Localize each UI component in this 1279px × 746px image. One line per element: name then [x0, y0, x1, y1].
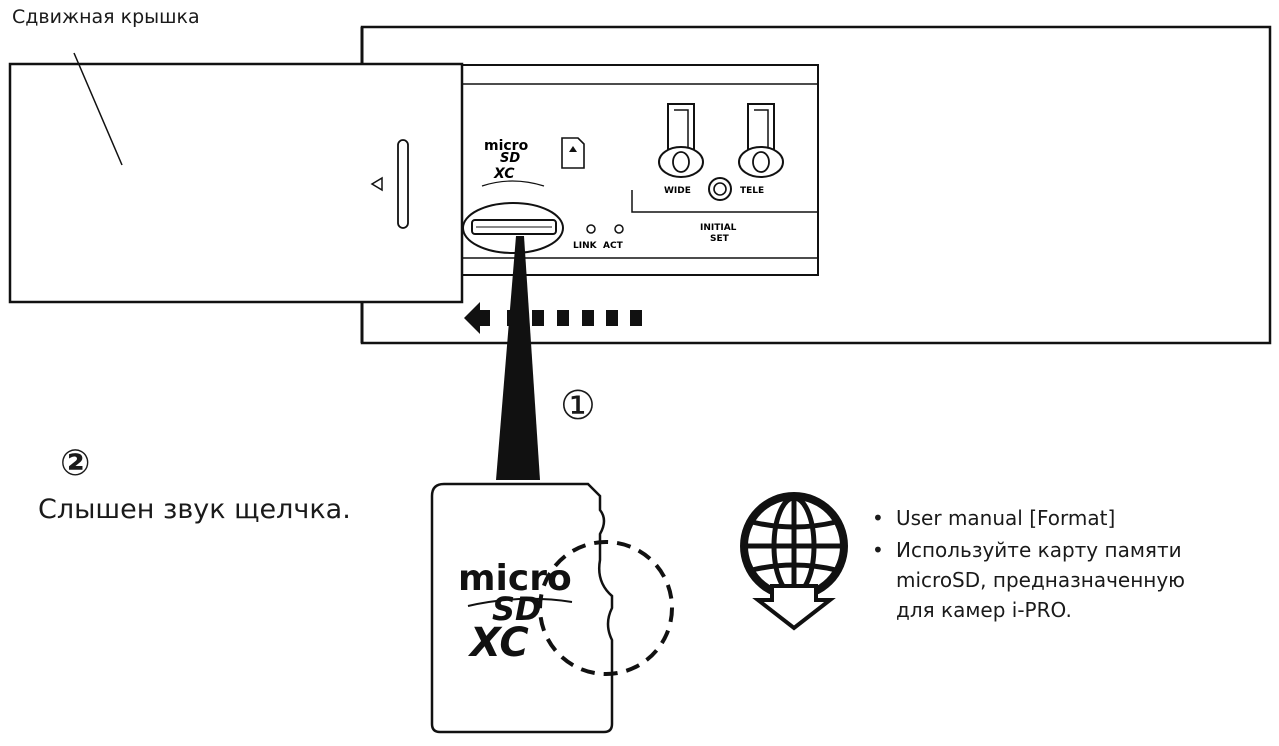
svg-text:XC: XC — [493, 166, 515, 182]
sliding-cover-label: Сдвижная крышка — [12, 6, 200, 28]
svg-text:TELE: TELE — [740, 186, 764, 196]
svg-text:INITIAL: INITIAL — [700, 223, 737, 233]
microsd-card[interactable]: micro SD XC — [430, 482, 674, 734]
cover-triangle-icon — [370, 176, 383, 192]
svg-text:WIDE: WIDE — [664, 186, 691, 196]
cover-grip-slot — [397, 139, 409, 229]
status-leds: LINK ACT — [573, 224, 624, 251]
sliding-cover[interactable] — [8, 62, 464, 304]
svg-text:LINK: LINK — [573, 241, 598, 251]
svg-text:ACT: ACT — [603, 241, 624, 251]
zoom-lever-wide[interactable] — [658, 103, 704, 178]
svg-text:micro: micro — [458, 558, 572, 599]
card-slot[interactable] — [462, 202, 564, 254]
svg-text:SD: SD — [500, 151, 520, 166]
click-sound-text: Слышен звук щелчка. — [38, 494, 351, 525]
step-2-marker: ② — [60, 443, 91, 484]
svg-text:SD: SD — [492, 590, 542, 628]
bullet: • — [872, 506, 884, 530]
link-led-icon — [586, 224, 596, 234]
info-item-manual[interactable]: • User manual [Format] — [870, 503, 1185, 533]
zoom-lever-tele[interactable] — [738, 103, 784, 178]
act-led-icon — [614, 224, 624, 234]
info-item-text: User manual [Format] — [896, 506, 1116, 530]
bullet: • — [872, 538, 884, 562]
svg-text:SET: SET — [710, 234, 730, 244]
svg-text:micro: micro — [484, 138, 529, 154]
step-1-marker: ① — [560, 383, 596, 429]
info-item-memory-card: • Используйте карту памяти microSD, пред… — [870, 535, 1185, 625]
info-list: • User manual [Format] • Используйте кар… — [870, 503, 1185, 627]
globe-download-icon — [740, 492, 848, 631]
initial-set-button[interactable] — [708, 177, 732, 201]
svg-text:XC: XC — [467, 620, 529, 666]
insertion-wedge — [496, 236, 540, 480]
notch-highlight-circle — [538, 540, 674, 676]
zoom-labels: WIDE TELE INITIAL SET — [664, 186, 764, 244]
info-item-text: Используйте карту памяти microSD, предна… — [896, 538, 1186, 622]
cover-leader-line — [73, 52, 123, 166]
microsd-card-icon — [561, 137, 585, 169]
device-microsd-logo: micro SD XC — [481, 138, 545, 187]
